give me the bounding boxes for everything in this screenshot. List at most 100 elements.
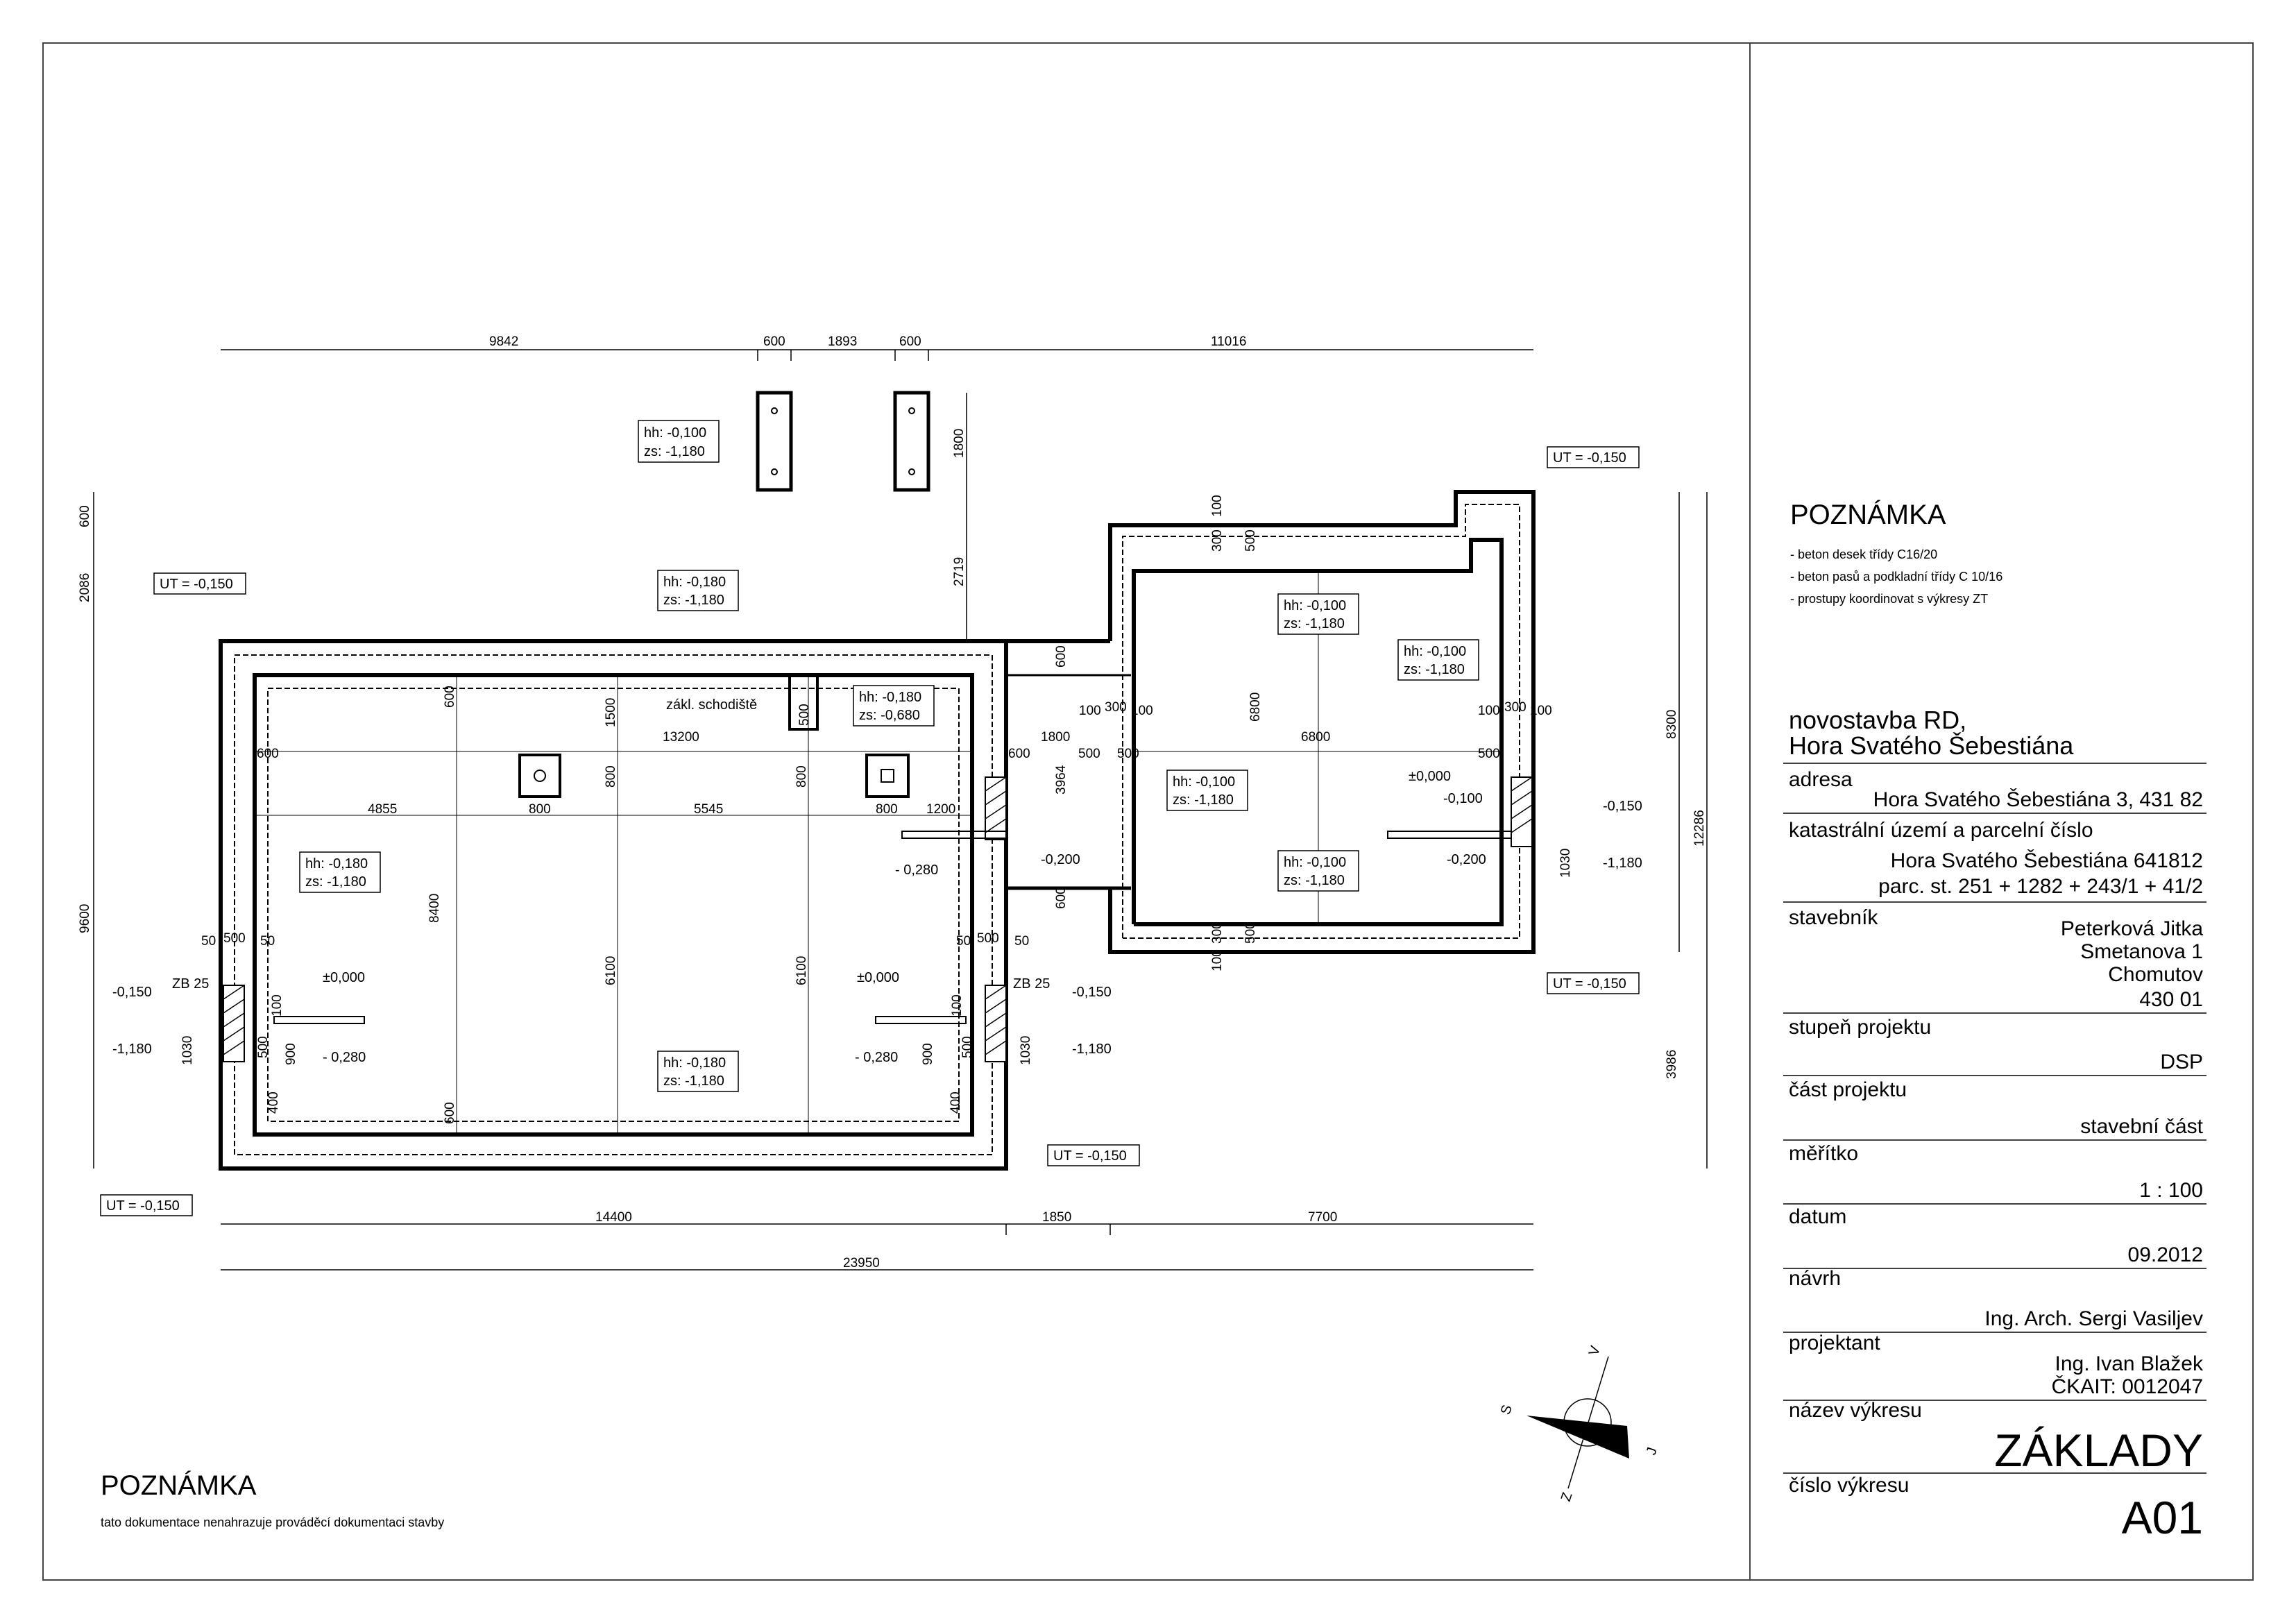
slab-section-right <box>875 1016 967 1024</box>
dim-v600b: 600 <box>443 1102 457 1124</box>
dim-pier-gap: 2719 <box>952 557 967 586</box>
dim-bottom-2: 1850 <box>1042 1210 1071 1225</box>
main-foundation-inner <box>253 673 974 1137</box>
dim-right-total: 12286 <box>1692 810 1707 847</box>
note-bottom-heading: POZNÁMKA <box>101 1470 257 1501</box>
slab-section-left <box>273 1016 365 1024</box>
column-pad-1-mark <box>534 770 546 782</box>
dim-annex-w500b: 500 <box>1478 747 1500 761</box>
dim-top-3: 1893 <box>828 334 857 349</box>
svg-text:zs: -0,680: zs: -0,680 <box>859 708 920 723</box>
svg-text:zs: -1,180: zs: -1,180 <box>305 874 366 890</box>
dim-sec-500a: 500 <box>256 1036 271 1058</box>
dim-pier-height: 1800 <box>952 429 967 458</box>
svg-text:zs: -1,180: zs: -1,180 <box>1284 873 1345 888</box>
project-line-2: Hora Svatého Šebestiána <box>1789 731 2074 760</box>
ut-label-1: UT = -0,150 <box>153 572 246 595</box>
dim-annex-w100d: 100 <box>1530 704 1552 718</box>
date-value: 09.2012 <box>2128 1243 2203 1266</box>
dim-v6100a: 6100 <box>604 956 618 985</box>
dim-bottom-total: 23950 <box>843 1256 880 1271</box>
compass-v: V <box>1586 1343 1604 1357</box>
dim-s500a: 500 <box>223 931 246 946</box>
address-value: Hora Svatého Šebestiána 3, 431 82 <box>1873 788 2203 811</box>
dim-annex-t500: 500 <box>1243 529 1258 552</box>
svg-text:hh: -0,180: hh: -0,180 <box>663 1055 726 1071</box>
level-tag-annex-top: hh: -0,100 zs: -1,180 <box>1277 593 1359 635</box>
drawing-name-value: ZÁKLADY <box>1994 1425 2203 1476</box>
svg-text:hh: -0,100: hh: -0,100 <box>1404 644 1466 659</box>
annex-inner-outline <box>1132 538 1504 926</box>
stage-label: stupeň projektu <box>1789 1016 1931 1039</box>
svg-text:hh: -0,180: hh: -0,180 <box>859 690 921 705</box>
zb-right: ZB 25 <box>1013 976 1050 992</box>
drawing-name-label: název výkresu <box>1789 1399 1922 1422</box>
svg-text:hh: -0,180: hh: -0,180 <box>663 575 726 590</box>
dim-wall-left: 600 <box>257 747 279 761</box>
compass-s: S <box>1498 1403 1515 1416</box>
hatch-right <box>985 985 1007 1062</box>
main-footing-dashed-inner <box>267 688 960 1122</box>
dim-sec-1030c: 1030 <box>1558 849 1573 878</box>
cadastral-value-1: Hora Svatého Šebestiána 641812 <box>1891 849 2203 872</box>
sheet-frame <box>42 42 2254 1581</box>
spot-m1180b: -1,180 <box>1072 1042 1112 1057</box>
drawing-no-label: číslo výkresu <box>1789 1474 1909 1497</box>
note-bottom-text: tato dokumentace nenahrazuje prováděcí d… <box>101 1515 444 1529</box>
dim-annex-b500: 500 <box>1243 921 1258 944</box>
svg-text:hh: -0,100: hh: -0,100 <box>1284 855 1346 870</box>
spot-m0150b: -0,150 <box>1072 985 1112 1000</box>
part-value: stavební část <box>2080 1115 2203 1138</box>
ut-label-2: UT = -0,150 <box>1547 446 1640 468</box>
annex-dashed-outer <box>1122 504 1520 939</box>
design-label: návrh <box>1789 1267 1841 1290</box>
dim-sec-400a: 400 <box>266 1091 281 1114</box>
dim-annex-w300a: 300 <box>1105 700 1127 715</box>
dim-top-2: 600 <box>763 334 785 349</box>
investor-line-3: Chomutov <box>2108 963 2203 986</box>
dim-sec-1030b: 1030 <box>1019 1036 1033 1065</box>
level-tag-main-bottom: hh: -0,180 zs: -1,180 <box>657 1051 739 1092</box>
dim-link-600a: 600 <box>1054 645 1069 668</box>
svg-text:hh: -0,100: hh: -0,100 <box>1173 774 1235 790</box>
svg-text:zs: -1,180: zs: -1,180 <box>663 593 724 608</box>
dim-left-3: 9600 <box>78 904 92 933</box>
dim-v600a: 600 <box>443 686 457 708</box>
dim-sec-400b: 400 <box>949 1091 963 1114</box>
svg-text:zs: -1,180: zs: -1,180 <box>644 444 705 459</box>
project-line-1: novostavba RD, <box>1789 706 1966 734</box>
spot-m1180c: -1,180 <box>1603 856 1642 871</box>
spot-m0150a: -0,150 <box>112 985 152 1000</box>
title-block: novostavba RD, Hora Svatého Šebestiána a… <box>1783 706 2206 1543</box>
design-value: Ing. Arch. Sergi Vasiljev <box>1984 1307 2203 1330</box>
north-arrow: S V J Z <box>1498 1343 1660 1503</box>
floor-plan <box>219 391 1536 1171</box>
note-top-heading: POZNÁMKA <box>1790 499 1946 530</box>
level-tag-main-left: hh: -0,180 zs: -1,180 <box>299 851 381 893</box>
dimension-lines <box>93 349 1708 1271</box>
column-pad-1 <box>518 754 561 798</box>
dim-bottom-1: 14400 <box>595 1210 632 1225</box>
date-label: datum <box>1789 1205 1846 1228</box>
dim-v8400: 8400 <box>427 894 442 923</box>
level-tag-pier: hh: -0,100 zs: -1,180 <box>638 420 720 463</box>
dim-sec-900b: 900 <box>921 1043 935 1065</box>
dim-pad-1: 800 <box>529 802 551 817</box>
spot-z000a: ±0,000 <box>323 970 365 985</box>
stage-value: DSP <box>2160 1051 2203 1073</box>
svg-text:UT = -0,150: UT = -0,150 <box>106 1198 180 1214</box>
investor-line-4: 430 01 <box>2139 988 2203 1011</box>
address-label: adresa <box>1789 768 1853 791</box>
dim-pad-3: 800 <box>604 765 618 788</box>
svg-text:zs: -1,180: zs: -1,180 <box>663 1073 724 1089</box>
spot-m0100: -0,100 <box>1443 791 1483 806</box>
pier-left-anchor-bottom <box>771 468 778 475</box>
column-pad-2 <box>865 754 910 798</box>
dim-sec-500b: 500 <box>960 1036 975 1058</box>
spot-m0200b: -0,200 <box>1447 852 1486 867</box>
svg-text:zs: -1,180: zs: -1,180 <box>1404 662 1465 677</box>
drawing-no-value: A01 <box>2122 1492 2203 1543</box>
dim-annex-w100b: 100 <box>1131 704 1153 718</box>
dim-annex-height: 6800 <box>1248 692 1263 722</box>
dim-annex-w100a: 100 <box>1079 704 1101 718</box>
